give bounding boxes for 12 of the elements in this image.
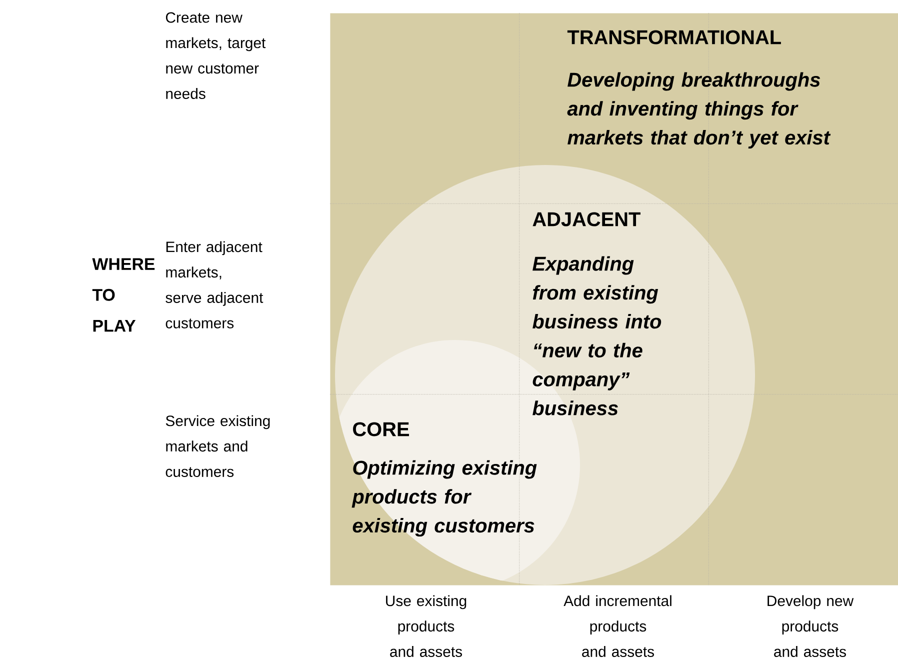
column-label: Add incremental products and assets — [564, 595, 672, 657]
zone-heading: TRANSFORMATIONAL — [567, 30, 781, 44]
axis-title: WHERE TO PLAY — [92, 258, 155, 332]
zone-description: Expanding from existing business into “new to the company” business — [532, 256, 662, 416]
column-label: Develop new products and assets — [768, 595, 854, 657]
row-label: Create new markets, target new customer needs — [166, 12, 266, 99]
zone-description: Developing breakthroughs and inventing things for markets that don’t yet exist — [567, 72, 831, 149]
zone-heading: ADJACENT — [532, 212, 640, 226]
zone-heading: CORE — [353, 422, 409, 436]
row-label: Service existing markets and customers — [166, 415, 270, 477]
row-label: Enter adjacent markets, serve adjacent customers — [166, 241, 264, 328]
zone-description: Optimizing existing products for existing customers — [352, 460, 537, 537]
